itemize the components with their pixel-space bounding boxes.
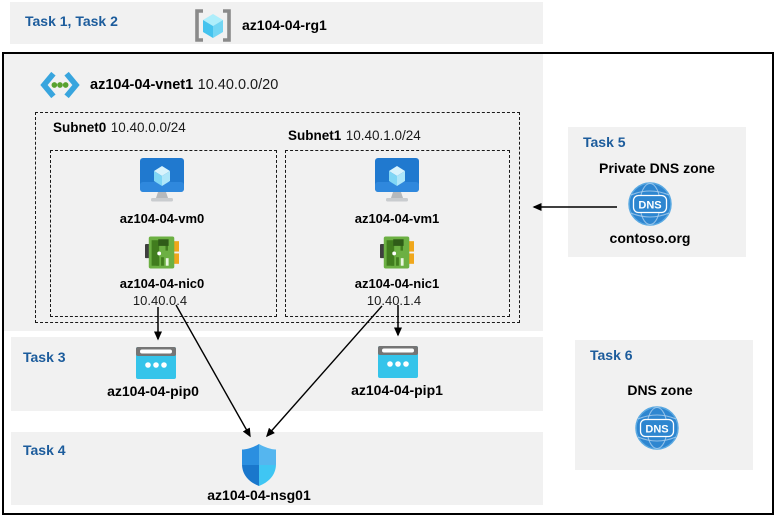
task1-2-band <box>10 2 543 44</box>
nsg-shield-icon <box>241 444 277 486</box>
subnet0-title: Subnet0 10.40.0.0/24 <box>53 119 186 137</box>
vnet-name: az104-04-vnet1 <box>90 77 194 93</box>
vnet-cidr: 10.40.0.0/20 <box>197 77 279 93</box>
nic1-ip: 10.40.1.4 <box>366 293 422 308</box>
nsg-label: az104-04-nsg01 <box>207 487 311 503</box>
diagram-frame <box>2 52 774 515</box>
subnet0-box <box>50 150 277 317</box>
pip0-icon <box>136 347 176 379</box>
pip1-label: az104-04-pip1 <box>351 382 443 398</box>
vm0-icon <box>137 158 187 203</box>
nic1-icon <box>380 234 414 271</box>
vnet-region <box>4 54 543 331</box>
subnet1-title: Subnet1 10.40.1.0/24 <box>288 127 421 145</box>
subnet0-name: Subnet0 <box>53 120 107 135</box>
task6-label: Task 6 <box>590 347 633 363</box>
subnet1-name: Subnet1 <box>288 128 342 143</box>
virtual-network-icon <box>37 69 83 101</box>
private-dns-icon: DNS <box>628 182 672 226</box>
task4-band <box>11 432 543 505</box>
nic0-label: az104-04-nic0 <box>119 276 205 291</box>
nic1-label: az104-04-nic1 <box>354 276 440 291</box>
task1-2-label: Task 1, Task 2 <box>25 13 118 29</box>
pip0-label: az104-04-pip0 <box>107 383 199 399</box>
subnet0-cidr: 10.40.0.0/24 <box>110 120 186 135</box>
dns-zone-title: DNS zone <box>627 382 693 398</box>
nic0-ip: 10.40.0.4 <box>132 293 188 308</box>
private-dns-zone-title: Private DNS zone <box>599 160 715 176</box>
pip1-icon <box>378 346 418 378</box>
vm0-label: az104-04-vm0 <box>119 211 205 226</box>
nic0-icon <box>145 234 179 271</box>
subnet1-cidr: 10.40.1.0/24 <box>345 128 421 143</box>
vnet-title: az104-04-vnet1 10.40.0.0/20 <box>90 76 278 94</box>
vm1-label: az104-04-vm1 <box>354 211 440 226</box>
task3-band <box>11 337 543 411</box>
task5-label: Task 5 <box>583 134 626 150</box>
resource-group-name: az104-04-rg1 <box>242 17 327 33</box>
dns-zone-icon: DNS <box>635 406 679 450</box>
task3-label: Task 3 <box>23 349 66 365</box>
contoso-zone-label: contoso.org <box>609 230 691 246</box>
vm1-icon <box>372 158 422 203</box>
private-dns-icon-text: DNS <box>638 200 661 212</box>
task4-label: Task 4 <box>23 442 66 458</box>
dns-zone-icon-text: DNS <box>645 424 668 436</box>
resource-group-icon <box>193 7 233 44</box>
